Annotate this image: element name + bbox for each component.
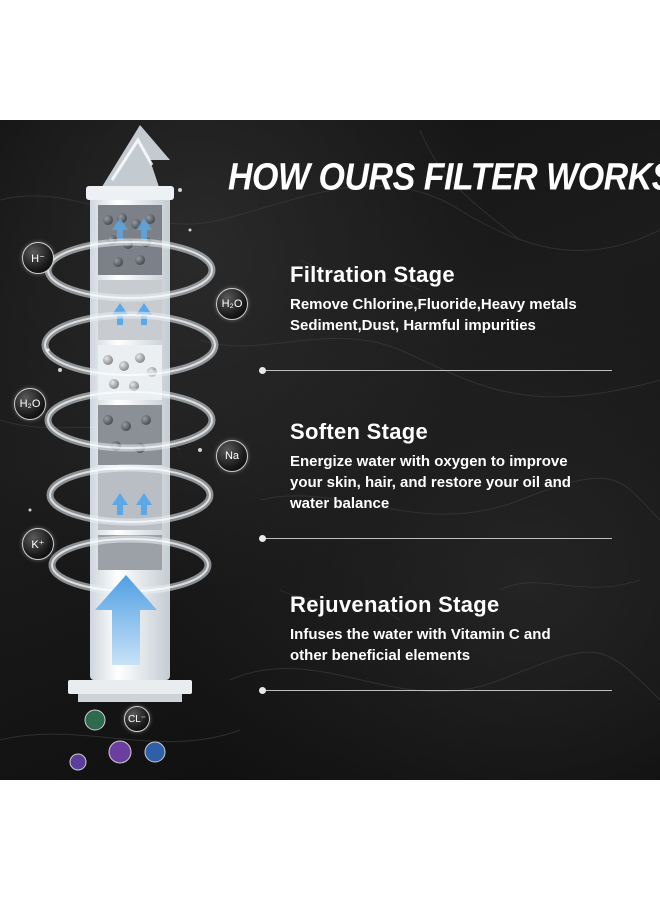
ion-k-badge: K⁺ [22, 528, 54, 560]
divider-dot [259, 367, 266, 374]
stage-description: Remove Chlorine,Fluoride,Heavy metals Se… [290, 294, 650, 336]
ion-label: CL⁻ [127, 713, 147, 725]
description-line: Energize water with oxygen to improve [290, 453, 568, 470]
ion-h2o-badge: H₂O [14, 388, 46, 420]
stage-rejuvenation: Rejuvenation Stage Infuses the water wit… [290, 592, 650, 666]
filter-cartridge-illustration [28, 125, 219, 771]
stage-soften: Soften Stage Energize water with oxygen … [290, 419, 650, 514]
ion-label: H₂O [19, 398, 41, 410]
ion-label: H⁻ [31, 252, 45, 265]
ion-h-badge: H⁻ [22, 242, 54, 274]
stage-description: Infuses the water with Vitamin C and oth… [290, 624, 650, 666]
product-infographic: H⁻ H₂O H₂O Na K⁺ CL⁻ HOW OURS FILTER WOR… [0, 120, 660, 780]
stage-heading: Soften Stage [290, 419, 429, 444]
description-line: Remove Chlorine,Fluoride,Heavy metals [290, 296, 577, 313]
stage-filtration: Filtration Stage Remove Chlorine,Fluorid… [290, 262, 650, 336]
ion-h2o-badge: H₂O [216, 288, 248, 320]
description-line: your skin, hair, and restore your oil an… [290, 474, 571, 491]
ion-label: Na [224, 450, 240, 462]
divider-dot [259, 535, 266, 542]
description-line: Sediment,Dust, Harmful impurities [290, 317, 536, 334]
ion-label: K⁺ [31, 538, 45, 551]
stage-heading: Filtration Stage [290, 262, 455, 287]
description-line: other beneficial elements [290, 647, 471, 664]
marble-texture [0, 129, 660, 743]
big-flow-arrow [95, 575, 157, 665]
description-line: water balance [290, 495, 390, 512]
mineral-crystals [69, 709, 166, 771]
divider-line [259, 367, 612, 374]
water-splash [100, 125, 170, 190]
divider-line [259, 687, 612, 694]
description-line: Infuses the water with Vitamin C and [290, 626, 551, 643]
stage-heading: Rejuvenation Stage [290, 592, 500, 617]
ion-label: H₂O [221, 298, 243, 310]
stage-description: Energize water with oxygen to improve yo… [290, 451, 650, 514]
divider-dot [259, 687, 266, 694]
ion-na-badge: Na [216, 440, 248, 472]
divider-line [259, 535, 612, 542]
page-title: HOW OURS FILTER WORKS [228, 156, 660, 199]
ion-cl-badge: CL⁻ [124, 706, 150, 732]
